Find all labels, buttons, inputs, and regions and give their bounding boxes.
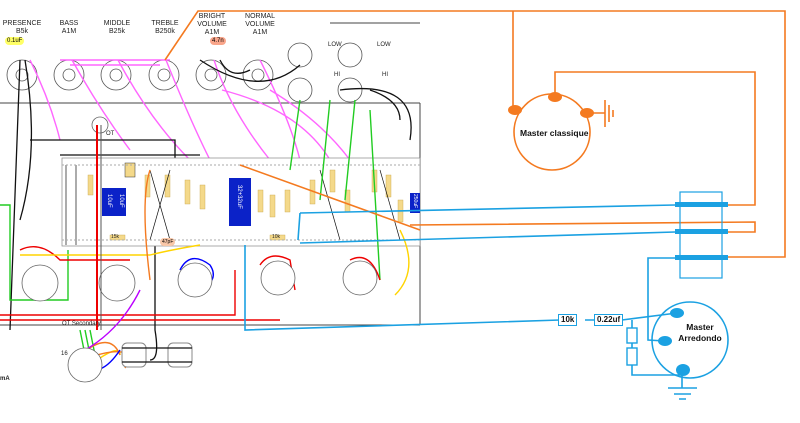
jack-low-label: LOW bbox=[377, 42, 391, 48]
control-value: B250k bbox=[155, 28, 175, 35]
jack-hi-label: HI bbox=[334, 72, 340, 78]
normal-volume-pot bbox=[242, 59, 274, 91]
black-wires bbox=[9, 59, 412, 361]
pots bbox=[6, 42, 363, 103]
turret-board bbox=[61, 157, 421, 247]
jack-low-label: LOW bbox=[328, 42, 342, 48]
partial-label: mA bbox=[0, 376, 10, 382]
control-value: B25k bbox=[109, 28, 125, 35]
filter-cap bbox=[114, 188, 126, 216]
capacitor-022uf: 0.22uf bbox=[594, 314, 624, 326]
control-value: A1M bbox=[252, 29, 268, 36]
resistor-10k: 10k bbox=[558, 314, 578, 326]
jack-hi-label: HI bbox=[382, 72, 388, 78]
filter-cap bbox=[102, 188, 114, 216]
tube-sockets bbox=[21, 260, 378, 383]
master-arredondo-label: Master Arredondo bbox=[678, 322, 722, 343]
ot-label: OT bbox=[106, 131, 115, 137]
resistor-label: 10k bbox=[272, 234, 281, 240]
control-name: NORMAL VOLUME bbox=[245, 13, 275, 28]
bright-volume-pot bbox=[195, 59, 227, 91]
resistor-label: 15k bbox=[111, 234, 120, 240]
filter-cap-250 bbox=[410, 193, 420, 213]
cap-label: 250uF bbox=[412, 194, 418, 209]
orange-wires bbox=[164, 10, 786, 258]
control-value: A1M bbox=[61, 28, 77, 35]
control-name: MIDDLE bbox=[103, 20, 131, 27]
pink-wires bbox=[29, 59, 351, 186]
ot-tap-label: 16 bbox=[61, 351, 68, 357]
cap-label: 32+32uF bbox=[236, 185, 242, 209]
control-name: TREBLE bbox=[151, 20, 179, 27]
ot-secondary-label: OT Secondary bbox=[62, 321, 101, 327]
bright-cap: 4.7n bbox=[210, 37, 226, 45]
ot-secondary-socket bbox=[67, 347, 103, 383]
filter-cap-32-32 bbox=[229, 178, 251, 226]
cap-label: 10uF bbox=[106, 194, 112, 208]
control-value: B5k bbox=[15, 28, 29, 35]
control-value: A1M bbox=[204, 29, 220, 36]
master-classique-label: Master classique bbox=[520, 128, 589, 138]
switch-block bbox=[675, 191, 728, 279]
control-name: PRESENCE bbox=[2, 20, 42, 27]
cap-label: 10uF bbox=[118, 194, 124, 208]
cap-label: 47pF bbox=[160, 238, 176, 246]
presence-cap: 0.1uF bbox=[5, 37, 25, 45]
control-name: BASS bbox=[59, 20, 79, 27]
control-name: BRIGHT VOLUME bbox=[197, 13, 227, 28]
speaker-jacks bbox=[121, 342, 193, 368]
master-arredondo-pot bbox=[651, 301, 729, 379]
ot-grommet bbox=[91, 116, 109, 134]
